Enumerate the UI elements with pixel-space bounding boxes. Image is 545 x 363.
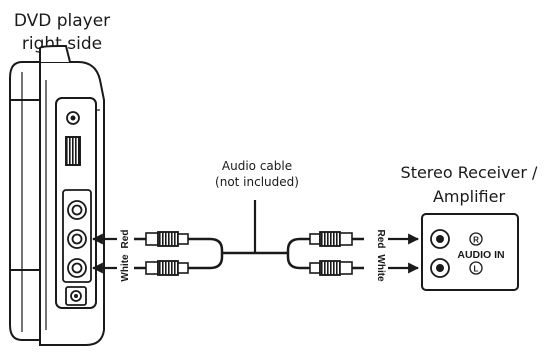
audio-cable-wires: [188, 200, 310, 270]
receiver-red-label: Red: [375, 230, 386, 249]
audio-in-label: AUDIO IN: [457, 249, 504, 261]
player-title-line1: DVD player: [14, 11, 110, 31]
cable-label-line1: Audio cable: [222, 159, 292, 173]
player-red-label: Red: [120, 230, 131, 249]
channel-l-text: L: [474, 265, 479, 274]
player-white-label: White: [120, 254, 131, 282]
dvd-panel-controls: [62, 111, 92, 306]
receiver-white-label: White: [375, 254, 386, 282]
receiver-title-line2: Amplifier: [433, 187, 506, 206]
channel-l-badge: [469, 261, 483, 275]
right-rca-plugs: [309, 231, 364, 276]
left-rca-plugs: [134, 231, 189, 276]
channel-r-badge: [469, 232, 483, 246]
receiver-jacks: [430, 229, 483, 278]
receiver-title-line1: Stereo Receiver /: [401, 163, 539, 182]
volume-wheel-icon: [65, 136, 81, 166]
channel-r-text: R: [473, 236, 479, 245]
cable-label-line2: (not included): [215, 175, 299, 189]
